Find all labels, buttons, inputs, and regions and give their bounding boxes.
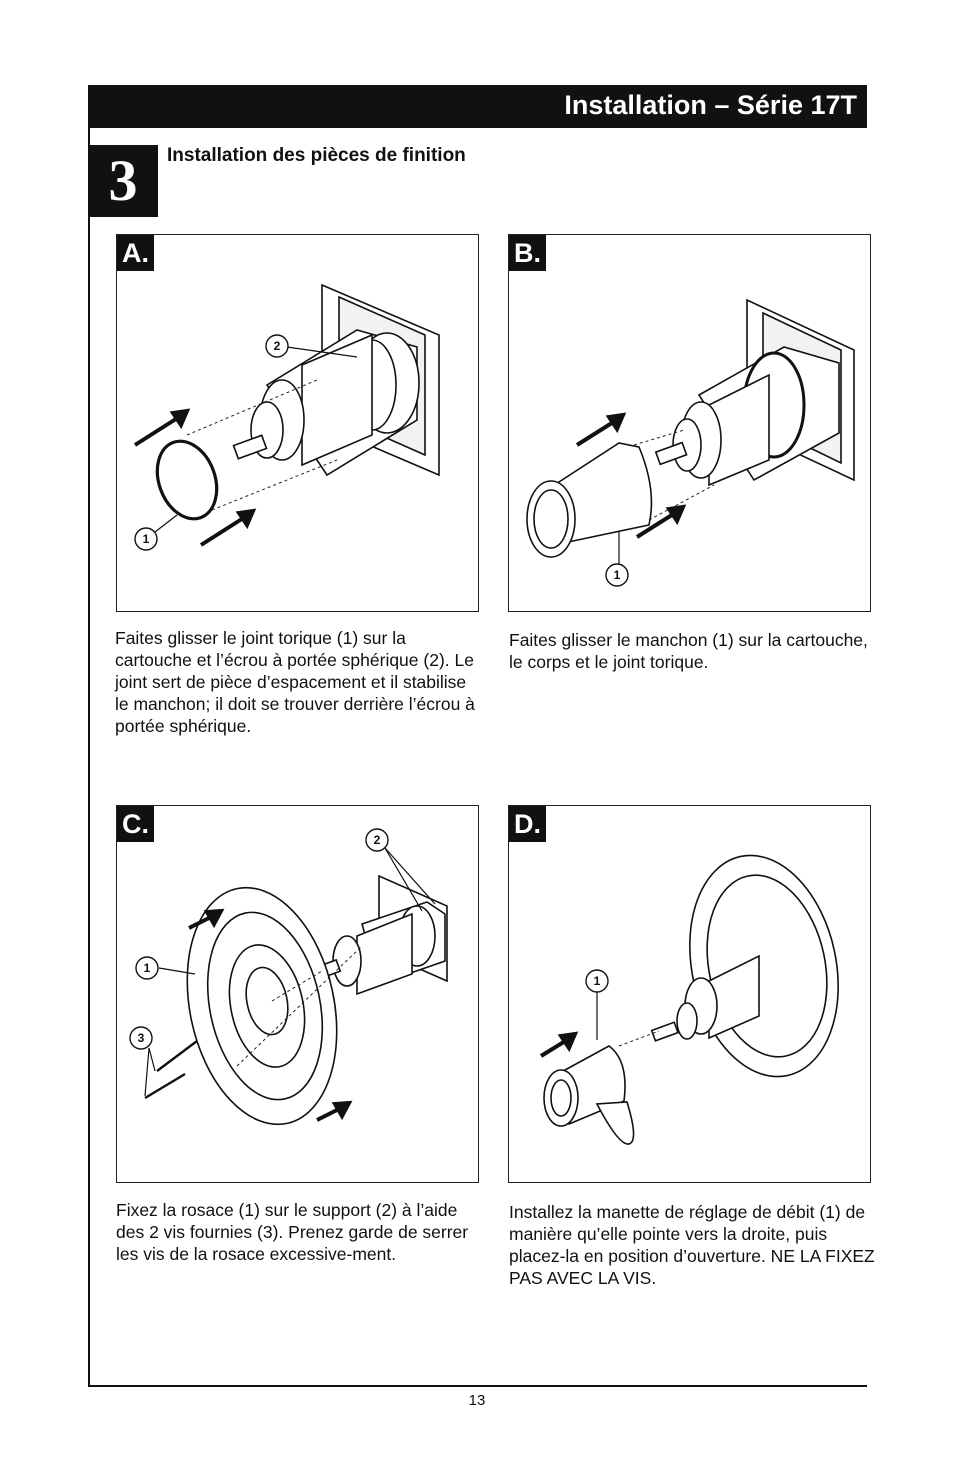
panel-d: 1 D. [508, 805, 871, 1183]
panel-a-illustration: 2 1 [133, 283, 440, 551]
panel-c-label: C. [117, 806, 154, 842]
callout-2: 2 [374, 833, 381, 847]
callout-2: 2 [274, 339, 281, 353]
panel-d-caption: Installez la manette de réglage de débit… [509, 1202, 875, 1288]
step-number-box: 3 [88, 145, 158, 217]
header-bar: Installation – Série 17T [88, 85, 867, 128]
page-number: 13 [468, 1392, 486, 1409]
panel-a: 2 1 A. [116, 234, 479, 612]
callout-1: 1 [594, 974, 601, 988]
panel-c-caption: Fixez la rosace (1) sur le support (2) à… [116, 1200, 469, 1264]
panel-d-label: D. [509, 806, 546, 842]
panel-b-caption: Faites glisser le manchon (1) sur la car… [509, 630, 868, 672]
panel-b-label: B. [509, 235, 546, 271]
panel-c: 2 1 3 C. [116, 805, 479, 1183]
bottom-rule [88, 1385, 867, 1387]
panel-d-illustration: 1 [539, 854, 839, 1145]
panel-b-illustration: 1 [526, 298, 855, 587]
callout-3: 3 [138, 1031, 145, 1045]
callout-1: 1 [144, 961, 151, 975]
page-title: Installation – Série 17T [564, 90, 857, 120]
step-number: 3 [108, 148, 138, 213]
left-rule [88, 128, 90, 1387]
callout-1: 1 [614, 568, 621, 582]
callout-1: 1 [143, 532, 150, 546]
panel-a-caption: Faites glisser le joint torique (1) sur … [115, 628, 475, 736]
panel-b: 1 B. [508, 234, 871, 612]
panel-a-label: A. [117, 235, 154, 271]
panel-c-illustration: 2 1 3 [129, 828, 448, 1126]
step-heading: Installation des pièces de finition [167, 145, 466, 166]
